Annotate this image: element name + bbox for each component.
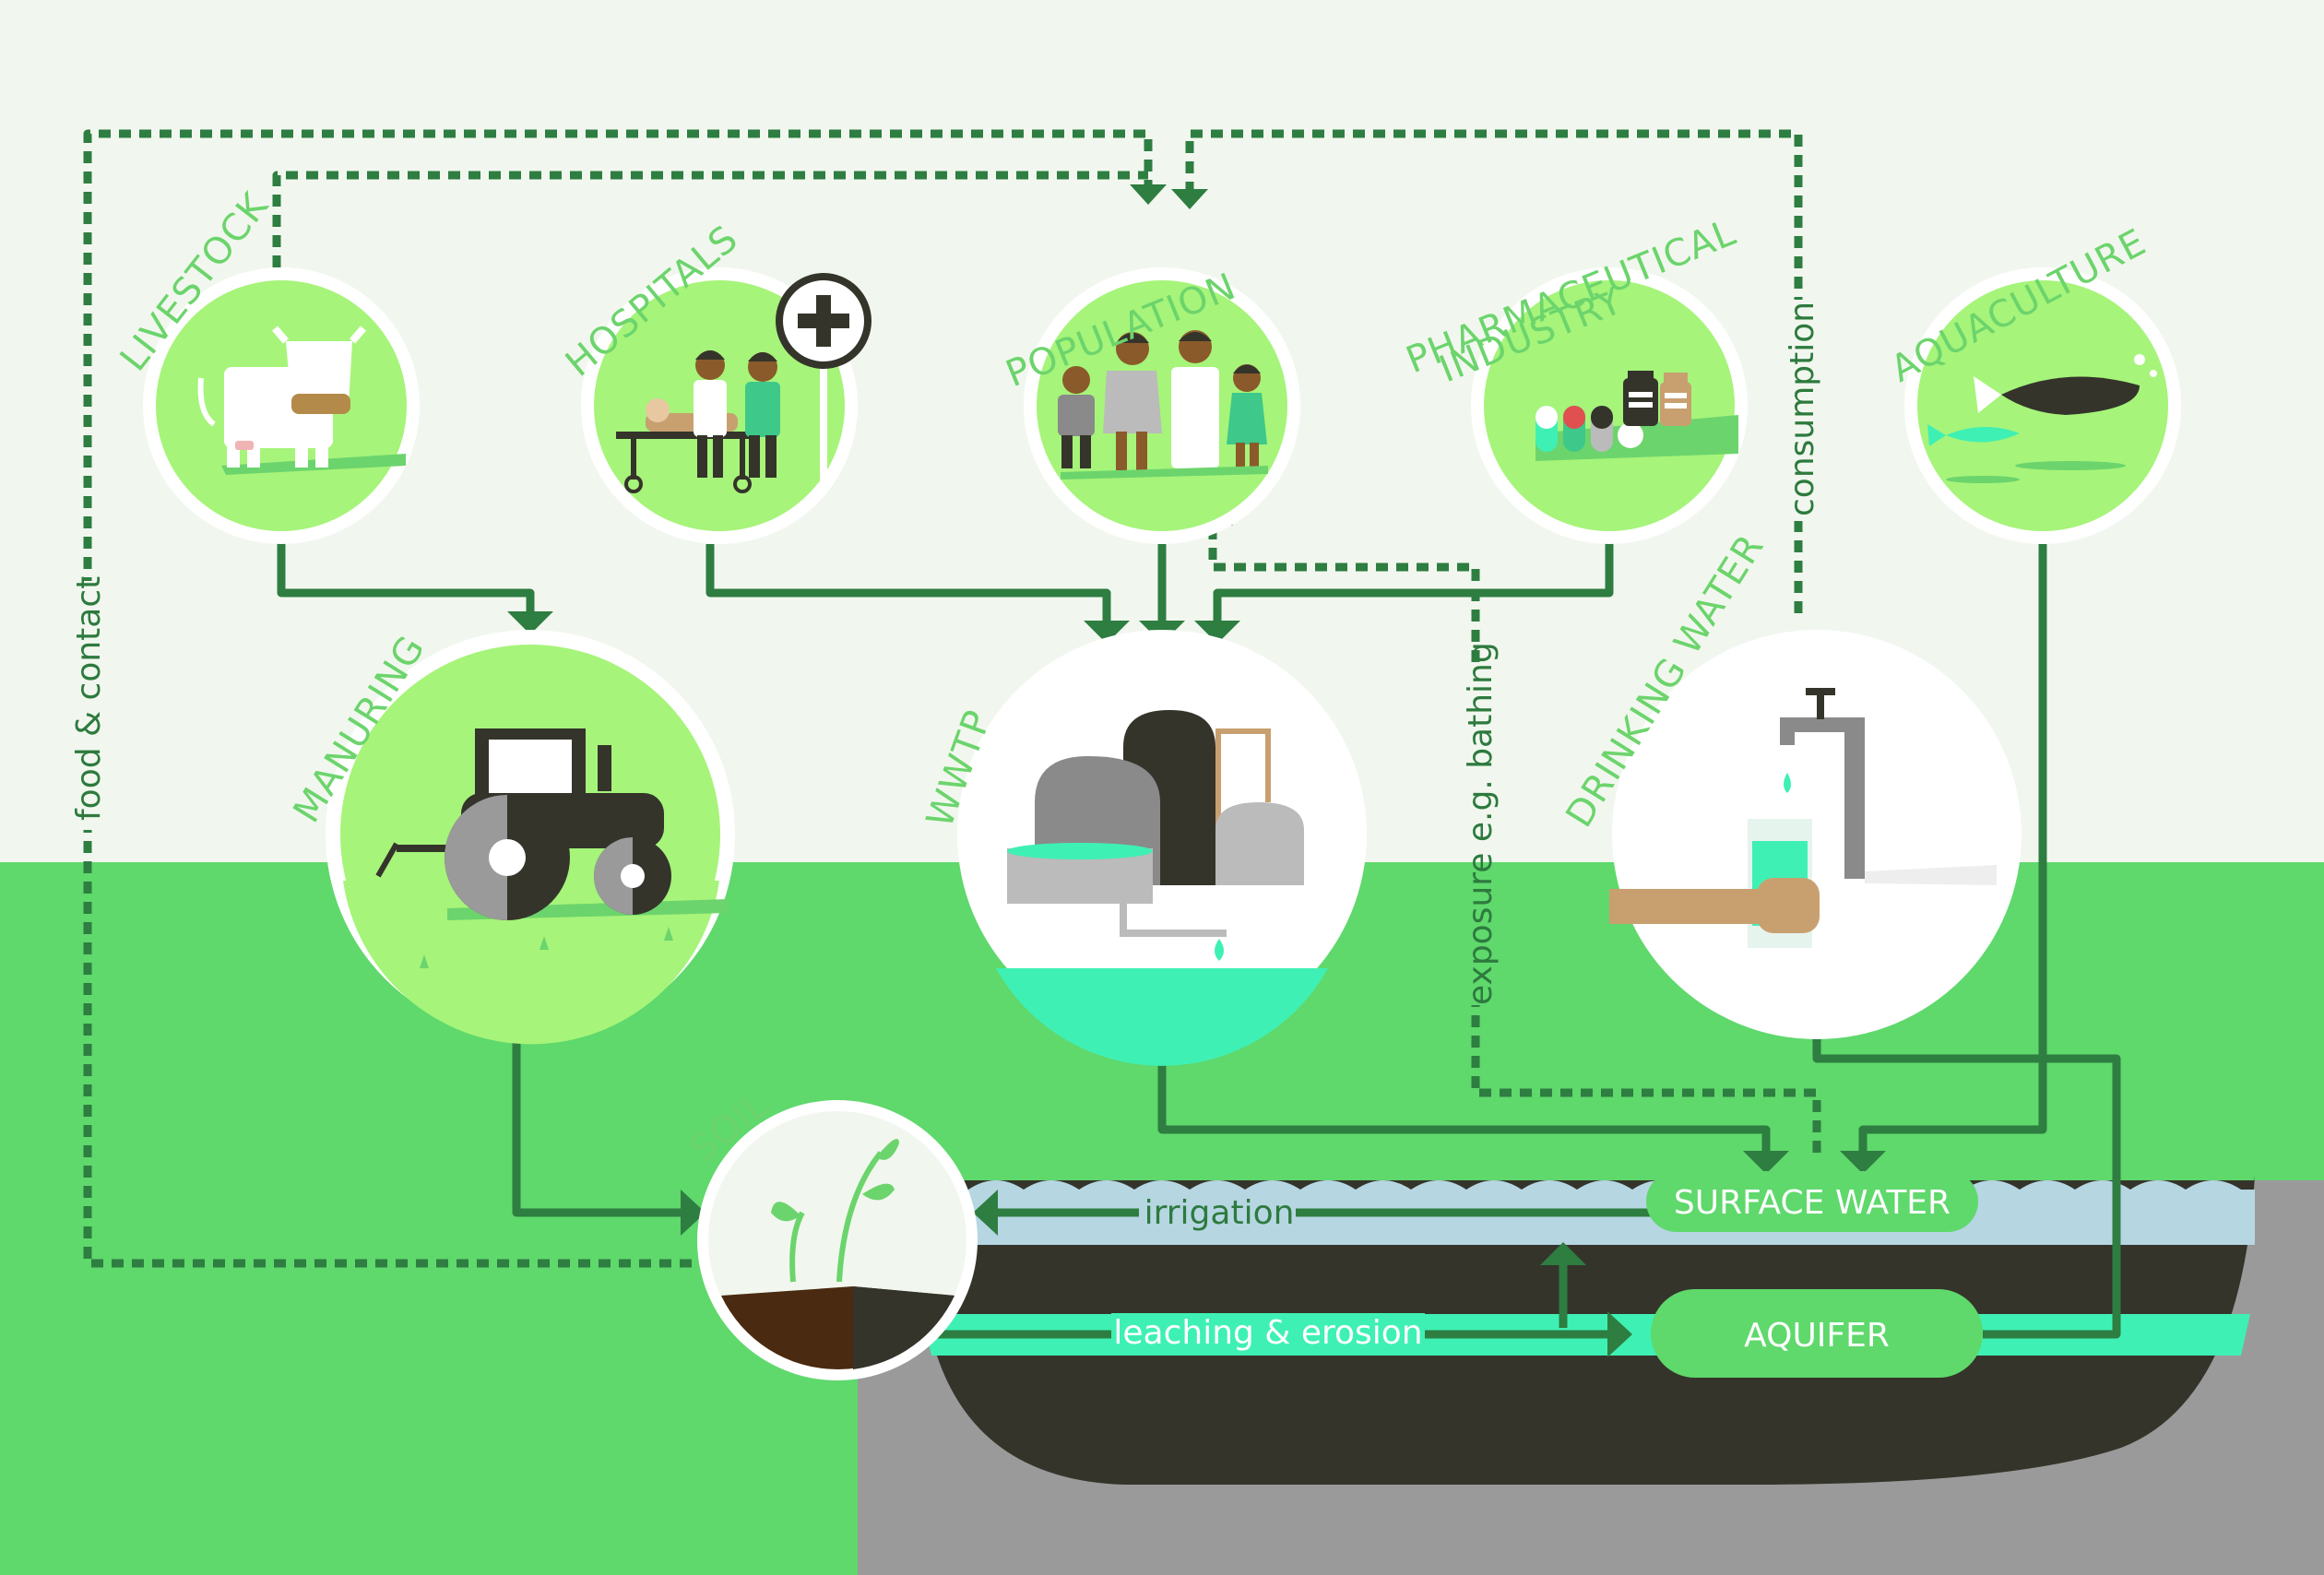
hand-glass-icon [1609, 819, 1820, 948]
flow-label-leaching: leaching & erosion [1113, 1314, 1422, 1352]
cow-icon [197, 326, 367, 468]
hospital-cross-icon [776, 273, 872, 480]
pills-icon [1536, 406, 1643, 452]
people-icon [1058, 330, 1268, 480]
dashed-flows [83, 129, 1821, 1268]
flow-label-exposure: exposure e.g. bathing [1462, 642, 1500, 1005]
medicine-bottles-icon [1623, 371, 1691, 426]
node-pharmaceutical-industry: PHARMACEUTICAL INDUSTRY [1401, 211, 1748, 544]
surface-water-node: SURFACE WATER [1646, 1171, 1978, 1232]
treatment-plant-icon [1007, 710, 1304, 961]
node-manuring: MANURING [285, 628, 735, 1045]
tractor-icon [375, 728, 671, 920]
doctor-icon [694, 350, 727, 478]
tap-icon [1780, 688, 1997, 885]
node-hospitals: HOSPITALS [558, 218, 872, 544]
aquifer-label: AQUIFER [1744, 1317, 1890, 1355]
fish-icon [1927, 354, 2157, 483]
node-soil: SOIL [682, 1084, 978, 1380]
flow-label-consumption: consumption [1784, 302, 1821, 516]
flow-label-food-contact: food & contact [70, 576, 108, 821]
flow-label-irrigation: irrigation [1144, 1194, 1295, 1232]
surface-water-label: SURFACE WATER [1674, 1184, 1951, 1222]
node-aquaculture: AQUACULTURE [1884, 221, 2181, 544]
aquifer-node: AQUIFER [1651, 1289, 1983, 1378]
nurse-icon [745, 352, 780, 478]
solid-flows [277, 539, 2121, 1357]
seedling-icon [721, 1139, 954, 1370]
grass-tufts [420, 927, 673, 968]
node-wwtp: WWTP [919, 630, 1367, 1066]
